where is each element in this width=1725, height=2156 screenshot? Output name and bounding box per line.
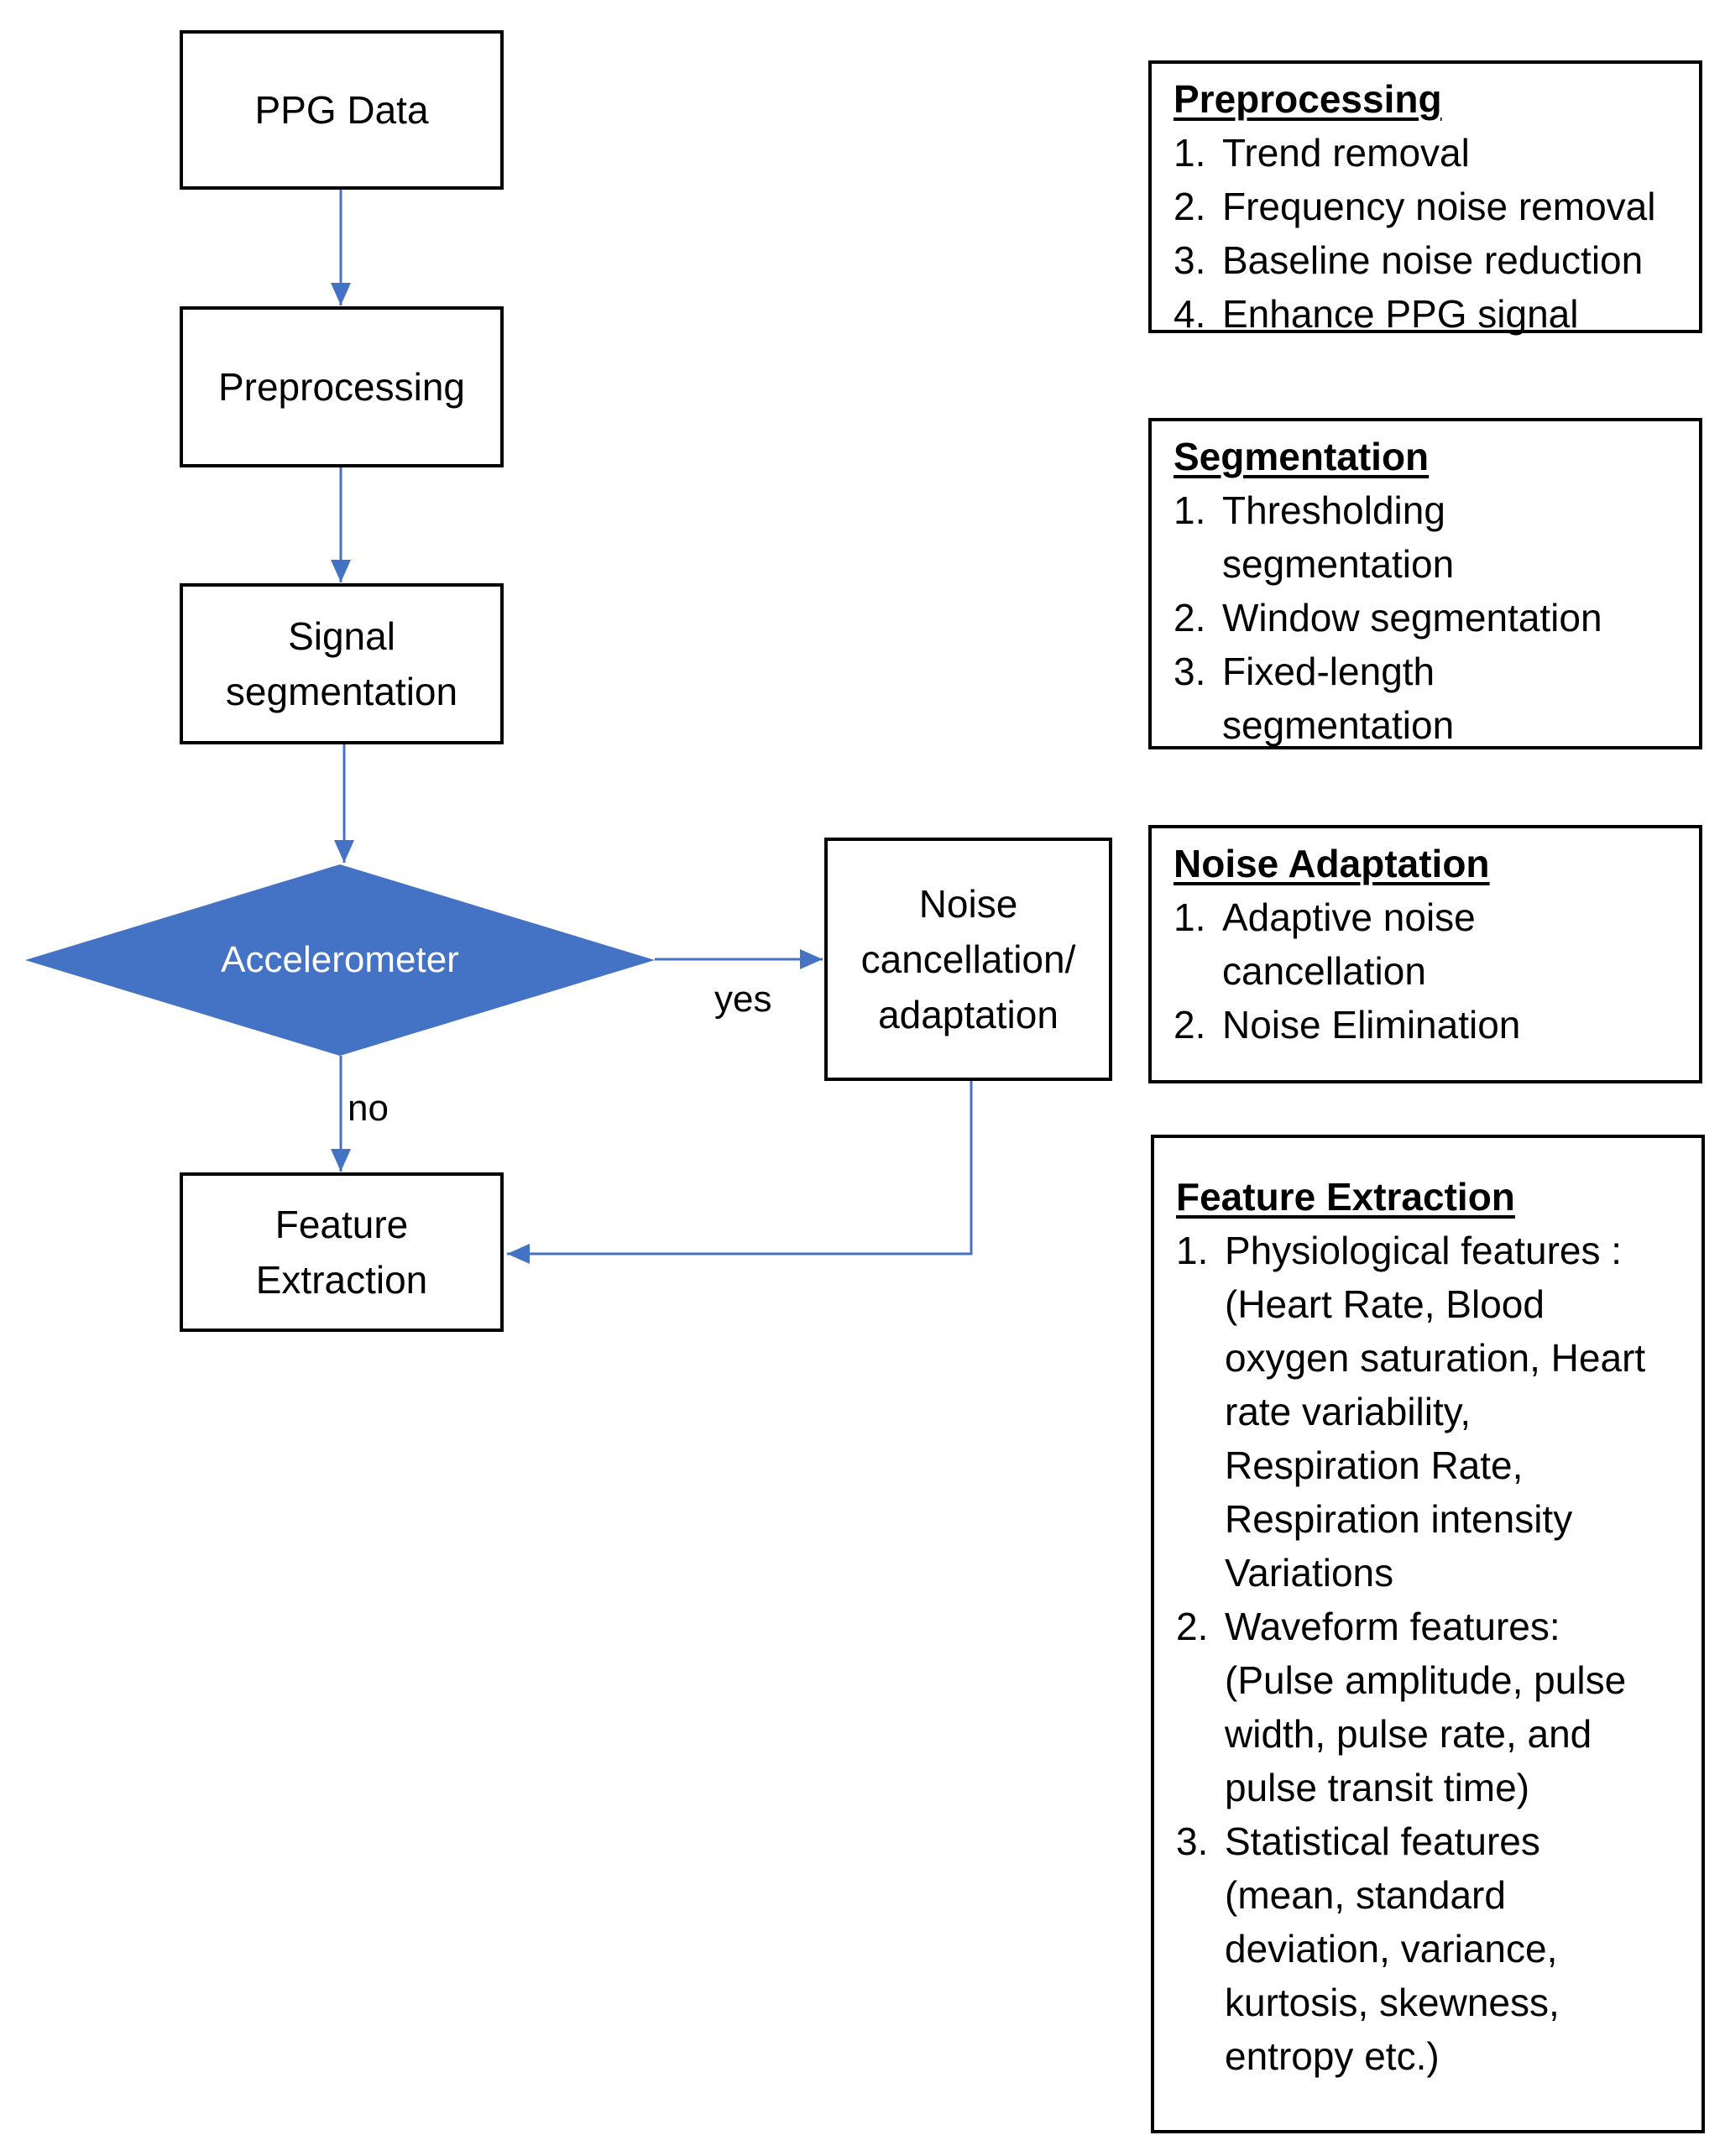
list-item: 3.Baseline noise reduction — [1174, 238, 1644, 282]
preprocessing-label: Preprocessing — [217, 365, 466, 409]
noise-cancellation-label-line2: cancellation/ — [860, 937, 1076, 981]
feature-extraction-panel-title: Feature Extraction — [1176, 1175, 1515, 1219]
signal-segmentation-box: Signal segmentation — [180, 583, 504, 744]
noise-cancellation-label-line1: Noise — [918, 882, 1018, 926]
accelerometer-label: Accelerometer — [221, 939, 459, 980]
segmentation-panel-title: Segmentation — [1174, 435, 1430, 478]
feature-extraction-box: Feature Extraction — [180, 1172, 504, 1332]
noise-cancellation-box: Noise cancellation/ adaptation — [824, 838, 1112, 1081]
ppg-data-box: PPG Data — [180, 30, 504, 190]
yes-label: yes — [714, 979, 772, 1020]
list-item: 3. Statistical features (mean, standard … — [1176, 1819, 1560, 2078]
ppg-data-label: PPG Data — [254, 88, 429, 132]
list-item: 2. Waveform features: (Pulse amplitude, … — [1176, 1605, 1627, 1809]
preprocessing-panel-title: Preprocessing — [1174, 77, 1442, 121]
list-item: 1.Trend removal — [1174, 131, 1470, 175]
accelerometer-diamond — [25, 864, 655, 1056]
list-item: 1. Physiological features : (Heart Rate,… — [1176, 1229, 1646, 1595]
list-item: 2.Frequency noise removal — [1174, 185, 1656, 228]
noise-adaptation-panel-title: Noise Adaptation — [1174, 842, 1490, 885]
feature-extraction-panel: Feature Extraction 1. Physiological feat… — [1151, 1135, 1705, 2133]
preprocessing-panel-list: 1.Trend removal 2.Frequency noise remova… — [1174, 126, 1681, 341]
preprocessing-panel: Preprocessing 1.Trend removal 2.Frequenc… — [1148, 60, 1702, 336]
no-label: no — [348, 1088, 389, 1129]
list-item: 2.Noise Elimination — [1174, 1003, 1521, 1047]
arrow-noise-cancellation-to-feature-extraction — [507, 1080, 973, 1264]
feature-extraction-label-line1: Feature — [274, 1203, 409, 1246]
noise-cancellation-label-line3: adaptation — [878, 993, 1059, 1036]
feature-extraction-label-line2: Extraction — [255, 1258, 428, 1302]
signal-segmentation-label-line1: Signal — [288, 614, 395, 658]
list-item: 4.Enhance PPG signal — [1174, 292, 1579, 336]
preprocessing-box: Preprocessing — [180, 306, 504, 467]
feature-extraction-panel-list: 1. Physiological features : (Heart Rate,… — [1176, 1224, 1683, 2083]
signal-segmentation-label-line2: segmentation — [225, 670, 458, 713]
list-item: 2.Window segmentation — [1174, 596, 1602, 639]
